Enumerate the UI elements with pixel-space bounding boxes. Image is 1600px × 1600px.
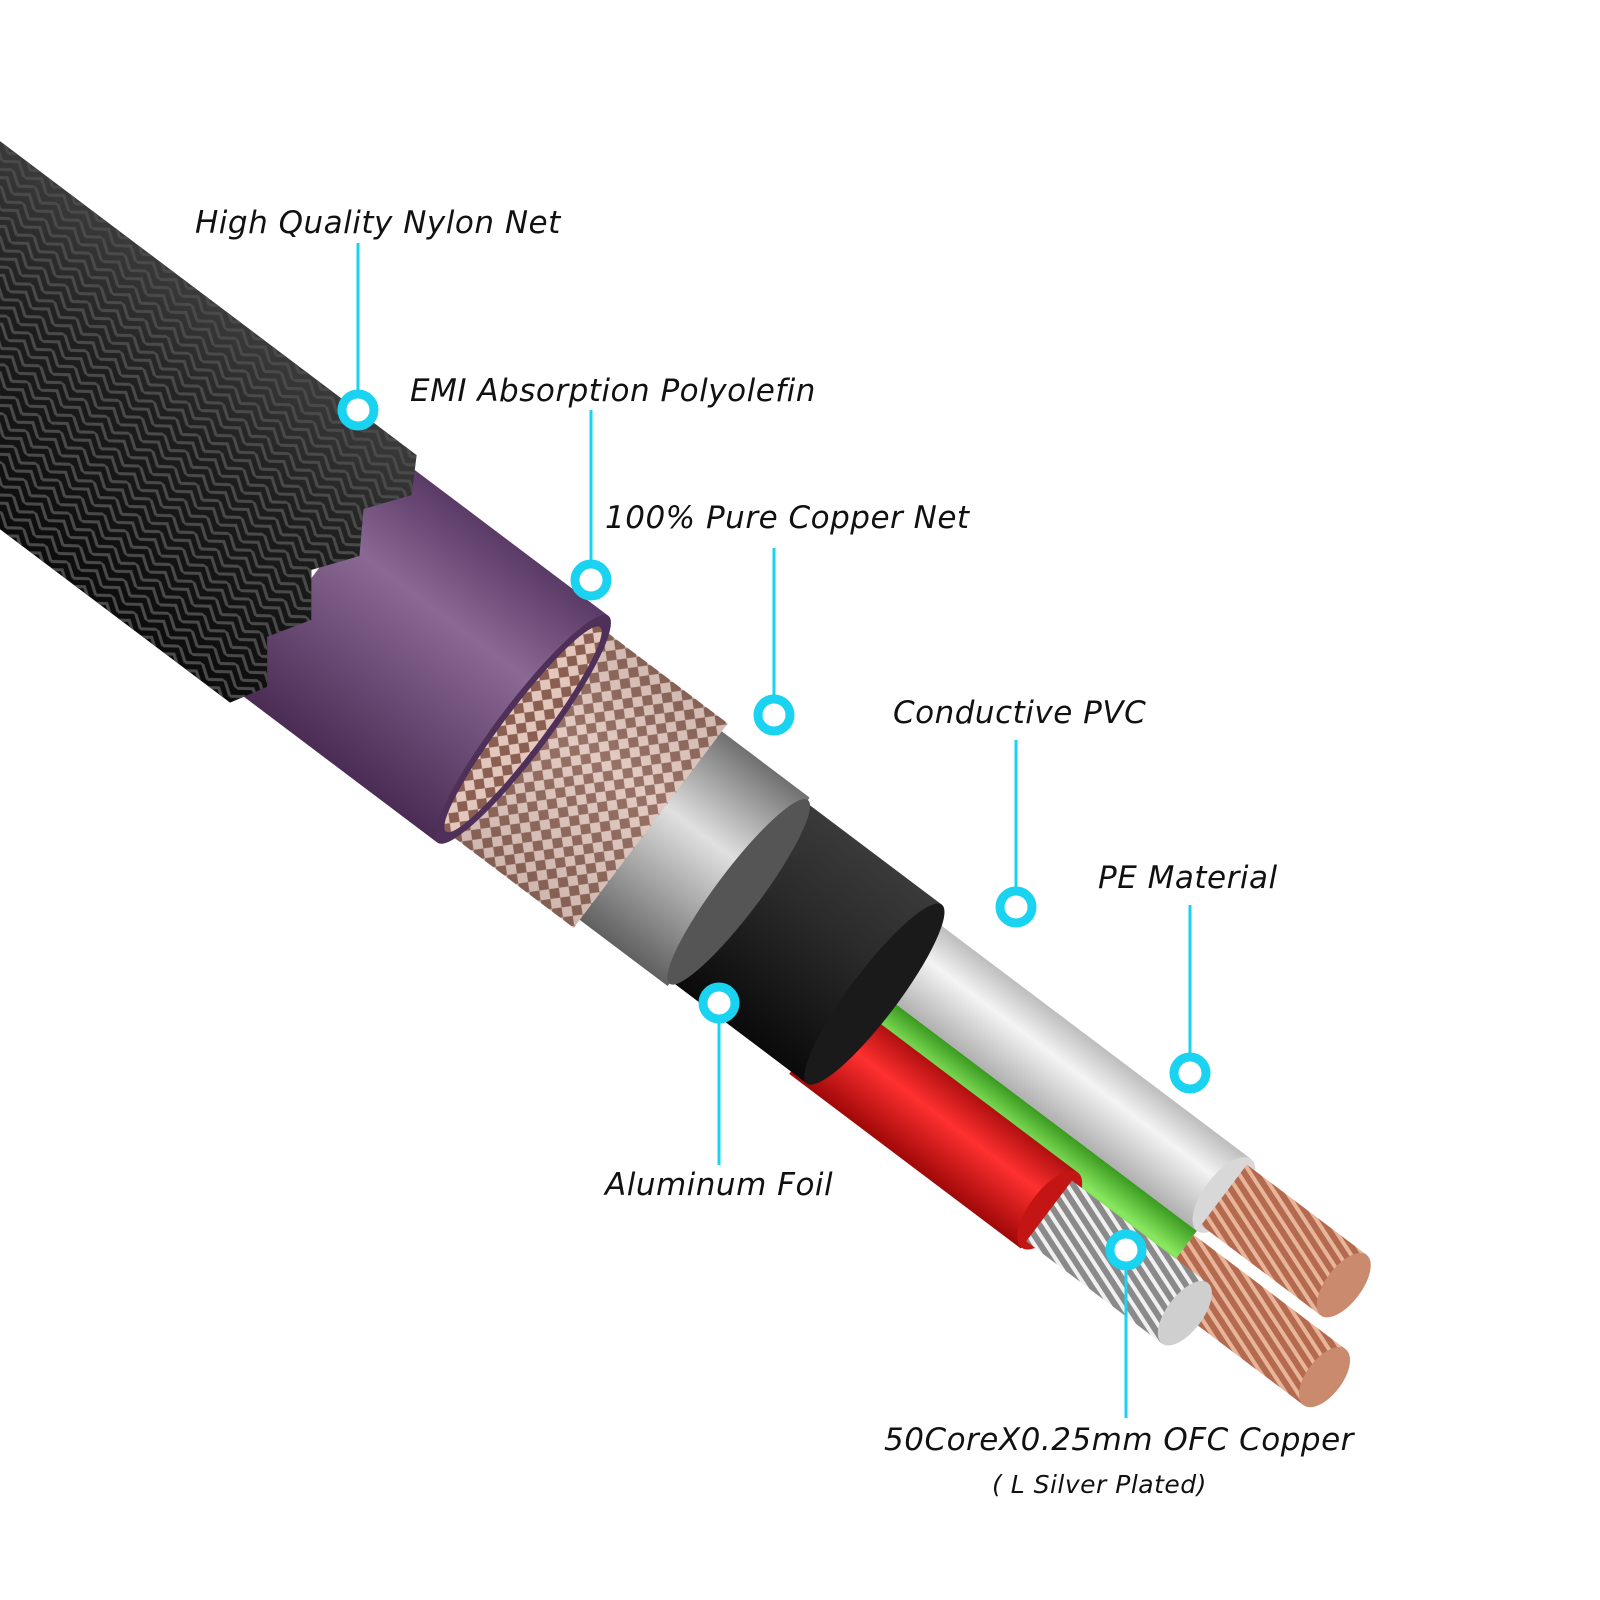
nylon-net-layer <box>0 45 417 703</box>
label-nylon-net: High Quality Nylon Net <box>195 205 561 241</box>
callout-dot-pvc <box>995 886 1037 928</box>
label-conductive-pvc: Conductive PVC <box>893 695 1147 731</box>
callout-lines <box>356 243 1192 1418</box>
label-copper-net: 100% Pure Copper Net <box>605 500 970 536</box>
label-ofc-copper: 50CoreX0.25mm OFC Copper <box>884 1422 1354 1458</box>
callout-dot-emi <box>570 559 612 601</box>
label-emi-polyolefin: EMI Absorption Polyolefin <box>410 373 816 409</box>
callout-dot-ofc <box>1105 1229 1147 1271</box>
callout-dot-nylon <box>337 389 379 431</box>
callout-dot-copper-net <box>753 694 795 736</box>
label-pe-material: PE Material <box>1098 860 1278 896</box>
label-aluminum-foil: Aluminum Foil <box>605 1167 834 1203</box>
copper-net-layer <box>437 621 728 928</box>
emi-polyolefin-layer <box>229 459 611 844</box>
callout-dot-pe <box>1169 1052 1211 1094</box>
aluminum-foil-layer <box>571 725 811 987</box>
white-wire <box>861 906 1371 1318</box>
label-ofc-subtitle: ( L Silver Plated) <box>992 1470 1207 1499</box>
callout-dot-aluminum <box>698 982 740 1024</box>
